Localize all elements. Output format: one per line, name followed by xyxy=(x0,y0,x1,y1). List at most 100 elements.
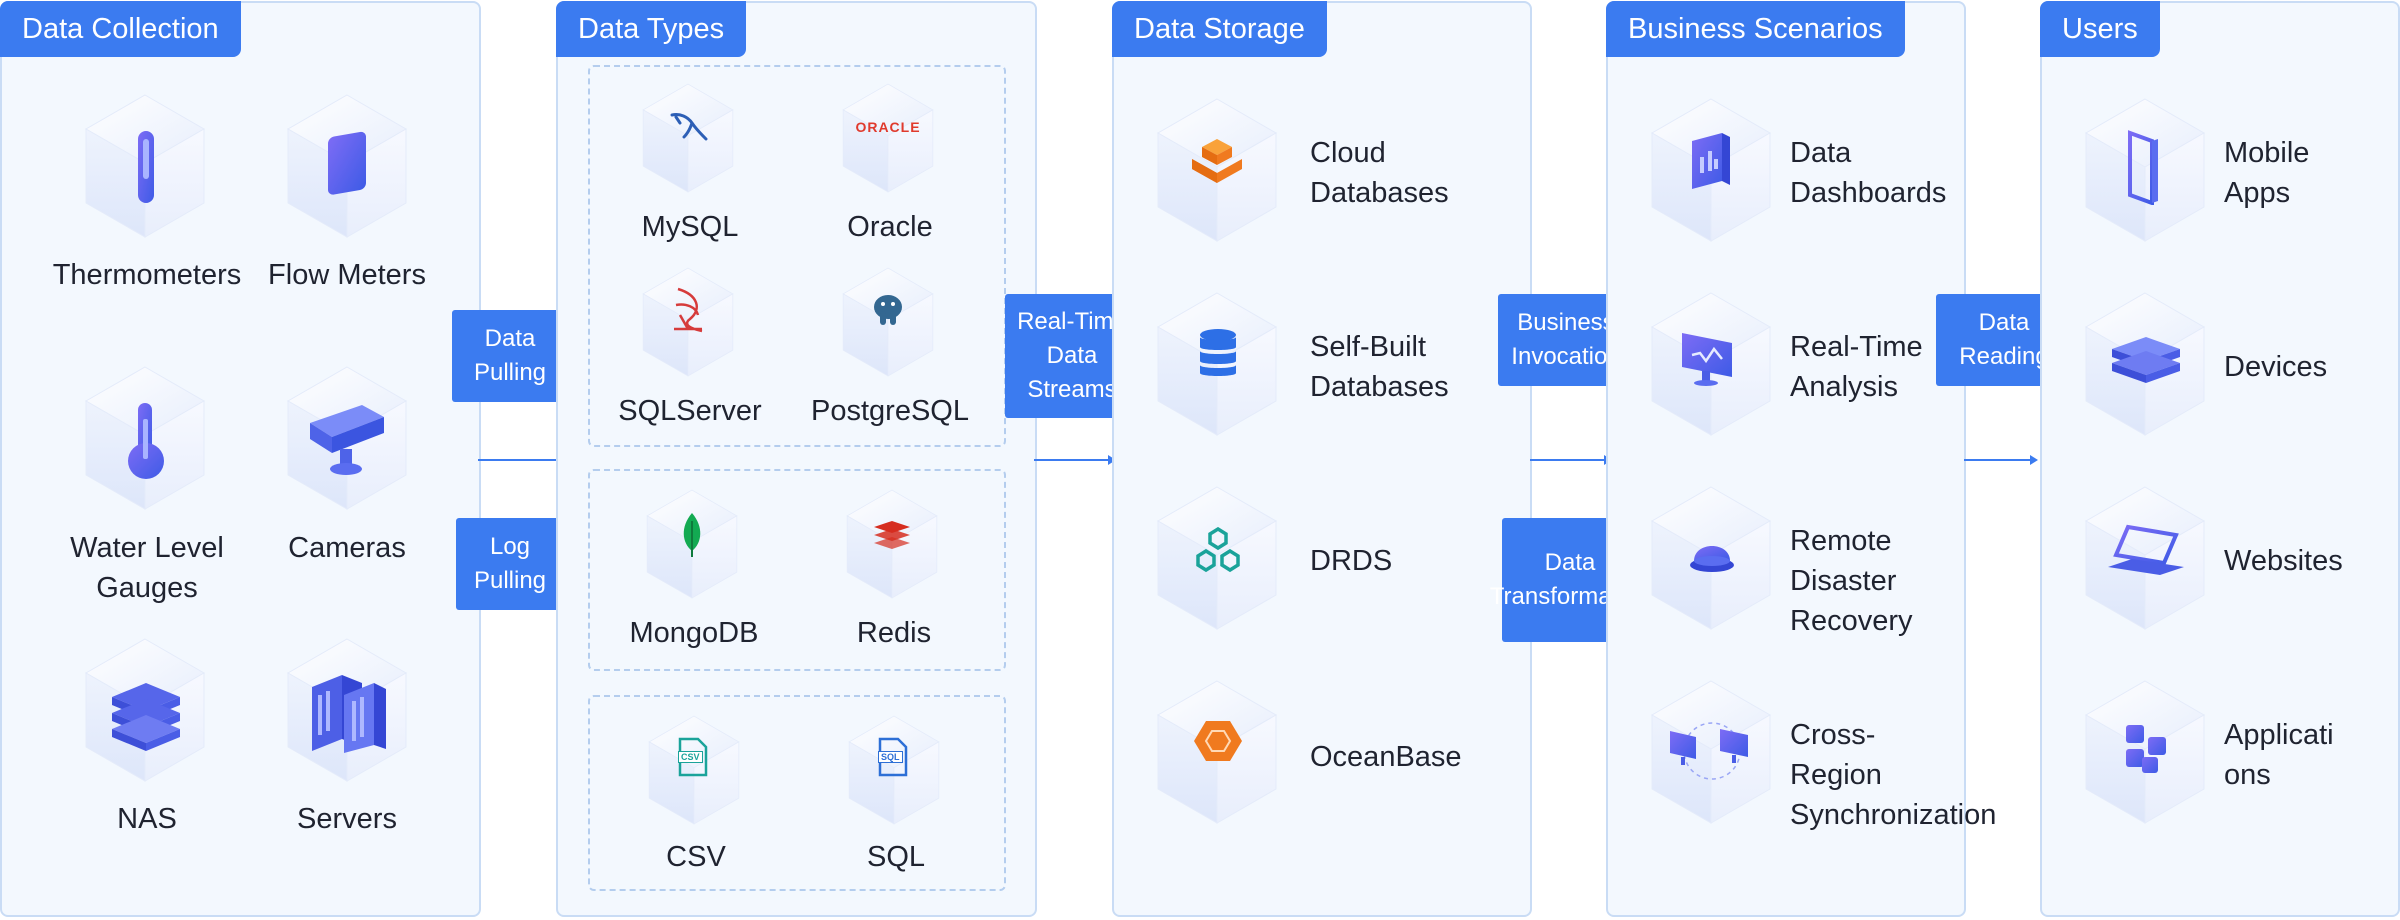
label-applications: Applications xyxy=(2224,719,2334,791)
mobile-phone-icon xyxy=(2124,129,2164,205)
oceanbase-icon xyxy=(1192,717,1244,765)
panel-data-collection: Data Collection Thermometers Flow Meters… xyxy=(0,1,481,917)
label-flow-meters: Flow Meters xyxy=(268,259,426,291)
alarm-light-icon xyxy=(1686,531,1738,575)
label-thermometers: Thermometers xyxy=(52,259,242,291)
item-nas[interactable] xyxy=(82,635,212,835)
item-sqlserver[interactable] xyxy=(640,265,740,385)
device-stack-icon xyxy=(2108,333,2184,389)
item-remote-disaster-recovery[interactable] xyxy=(1648,483,1778,643)
label-remote-disaster-recovery: Remote Disaster Recovery xyxy=(1790,525,1913,637)
panel-data-types: Data Types MySQL ORACLE Oracle SQLServer xyxy=(556,1,1037,917)
nas-icon xyxy=(106,675,186,751)
label-postgresql: PostgreSQL xyxy=(811,395,969,427)
panel-title: Business Scenarios xyxy=(1606,1,1905,57)
label-cloud-databases: Cloud Databases xyxy=(1310,137,1449,209)
db-group-relational: MySQL ORACLE Oracle SQLServer PostgreSQL xyxy=(588,65,1006,447)
panel-users: Users Mobile Apps Devices Websites Appli… xyxy=(2040,1,2400,917)
item-cameras[interactable] xyxy=(284,363,414,563)
label-sql: SQL xyxy=(866,841,926,873)
label-mongodb: MongoDB xyxy=(629,617,759,649)
panel-title: Data Collection xyxy=(0,1,241,57)
panel-title: Data Storage xyxy=(1112,1,1327,57)
csv-file-icon: CSV xyxy=(676,737,710,777)
data-pulling-tag: Data Pulling xyxy=(452,310,568,402)
connector-line-4 xyxy=(1964,455,2038,465)
db-group-nosql: MongoDB Redis xyxy=(588,469,1006,671)
label-self-built-databases: Self-Built Databases xyxy=(1310,331,1449,403)
label-oracle: Oracle xyxy=(847,211,933,243)
item-self-built-databases[interactable] xyxy=(1154,289,1284,449)
item-data-dashboards[interactable] xyxy=(1648,95,1778,255)
panel-business-scenarios: Business Scenarios Data Dashboards Real-… xyxy=(1606,1,1997,917)
label-data-dashboards: Data Dashboards xyxy=(1790,137,1947,209)
item-sql[interactable]: SQL xyxy=(846,713,946,833)
item-drds[interactable] xyxy=(1154,483,1284,643)
postgresql-elephant-icon xyxy=(870,293,906,327)
mongodb-leaf-icon xyxy=(680,511,704,557)
panel-title: Data Types xyxy=(556,1,747,57)
log-pulling-tag: Log Pulling xyxy=(456,518,564,610)
item-cross-region-sync[interactable] xyxy=(1648,677,1778,837)
label-mobile-apps: Mobile Apps xyxy=(2224,137,2310,209)
item-flow-meters[interactable] xyxy=(284,91,414,291)
label-cross-region-sync: Cross-Region Synchronization xyxy=(1790,719,1997,831)
label-nas: NAS xyxy=(117,803,177,835)
panel-title: Users xyxy=(2040,1,2160,57)
oracle-logo-icon: ORACLE xyxy=(848,119,928,135)
label-mysql: MySQL xyxy=(641,211,739,243)
item-realtime-analysis[interactable] xyxy=(1648,289,1778,449)
connector-line-1 xyxy=(478,459,558,461)
label-drds: DRDS xyxy=(1310,545,1393,577)
item-mysql[interactable] xyxy=(640,81,740,201)
item-csv[interactable]: CSV xyxy=(646,713,746,833)
label-csv: CSV xyxy=(666,841,726,873)
redis-icon xyxy=(872,519,912,549)
sql-badge: SQL xyxy=(878,751,903,763)
item-mongodb[interactable] xyxy=(644,487,744,607)
laptop-icon xyxy=(2104,523,2188,583)
label-oceanbase: OceanBase xyxy=(1310,741,1462,773)
database-stack-icon xyxy=(1196,327,1240,379)
label-servers: Servers xyxy=(297,803,397,835)
item-applications[interactable] xyxy=(2082,677,2212,837)
label-sqlserver: SQLServer xyxy=(618,395,762,427)
sync-monitors-icon xyxy=(1666,719,1758,785)
csv-badge: CSV xyxy=(678,751,703,763)
connector-line-2 xyxy=(1034,455,1116,465)
oracle-logo-text: ORACLE xyxy=(855,119,921,135)
dashboard-icon xyxy=(1686,131,1736,189)
realtime-analysis-monitor-icon xyxy=(1676,325,1746,387)
item-redis[interactable] xyxy=(844,487,944,607)
mysql-dolphin-icon xyxy=(666,107,710,147)
label-websites: Websites xyxy=(2224,545,2343,577)
item-postgresql[interactable] xyxy=(840,265,940,385)
water-level-gauge-icon xyxy=(124,399,168,483)
item-oceanbase[interactable] xyxy=(1154,677,1284,837)
application-blocks-icon xyxy=(2122,721,2172,777)
label-water-level-gauges: Water Level Gauges xyxy=(70,532,224,604)
item-cloud-databases[interactable] xyxy=(1154,95,1284,255)
sqlserver-icon xyxy=(668,285,708,335)
thermometer-icon xyxy=(130,127,160,207)
flow-meter-icon xyxy=(320,127,374,197)
item-mobile-apps[interactable] xyxy=(2082,95,2212,255)
item-thermometers[interactable] xyxy=(82,91,212,291)
drds-hexagon-icon xyxy=(1192,527,1244,577)
cloud-database-icon xyxy=(1188,135,1246,185)
label-devices: Devices xyxy=(2224,351,2328,383)
item-water-level-gauges[interactable] xyxy=(82,363,212,563)
item-oracle[interactable]: ORACLE xyxy=(840,81,940,201)
connector-line-3 xyxy=(1530,455,1612,465)
item-servers[interactable] xyxy=(284,635,414,835)
item-devices[interactable] xyxy=(2082,289,2212,449)
panel-data-storage: Data Storage Cloud Databases Self-Built … xyxy=(1112,1,1532,917)
label-realtime-analysis: Real-Time Analysis xyxy=(1790,331,1923,403)
server-icon xyxy=(306,669,390,753)
sql-file-icon: SQL xyxy=(876,737,910,777)
file-group: CSV CSV SQL SQL xyxy=(588,695,1006,891)
item-websites[interactable] xyxy=(2082,483,2212,643)
label-redis: Redis xyxy=(856,617,932,649)
cube-backdrop xyxy=(840,81,936,195)
camera-icon xyxy=(306,397,390,477)
